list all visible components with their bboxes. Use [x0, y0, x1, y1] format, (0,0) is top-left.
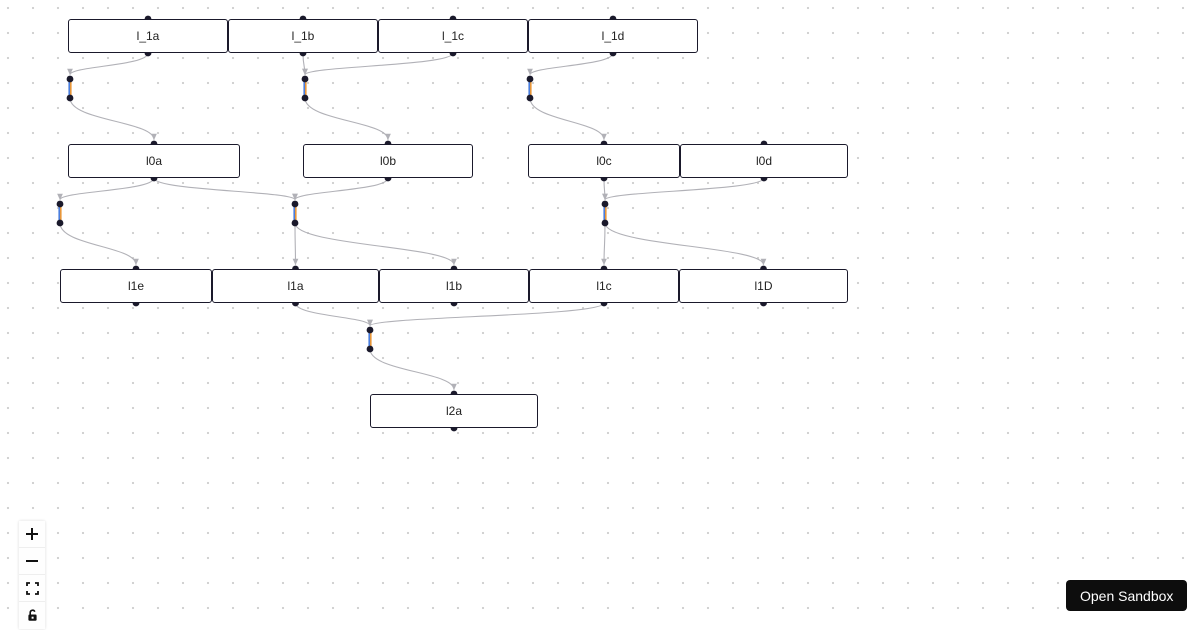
node-label: l1a	[287, 279, 304, 293]
edge-l_1a-j1[interactable]	[67, 52, 149, 76]
minus-icon	[26, 560, 38, 562]
node-label: l0b	[379, 154, 396, 168]
flow-node-l1a[interactable]: l1a	[212, 269, 379, 303]
toggle-interactivity-button[interactable]	[19, 602, 45, 629]
fit-view-icon	[25, 581, 39, 595]
node-handle[interactable]	[601, 200, 609, 208]
node-handle[interactable]	[301, 94, 309, 102]
edge-j3-l0c[interactable]	[529, 97, 607, 141]
node-label: l1b	[445, 279, 462, 293]
node-label: l0d	[755, 154, 772, 168]
node-handle[interactable]	[301, 75, 309, 83]
edge-j7-l2a[interactable]	[369, 348, 457, 391]
flow-node-l0d[interactable]: l0d	[680, 144, 848, 178]
zoom-in-button[interactable]	[19, 521, 45, 548]
flow-node-l_1a[interactable]: l_1a	[68, 19, 228, 53]
node-label: l2a	[445, 404, 462, 418]
node-label: l_1d	[601, 29, 625, 43]
edge-l0a-j5[interactable]	[153, 177, 298, 201]
open-sandbox-button[interactable]: Open Sandbox	[1066, 580, 1188, 611]
node-handle[interactable]	[66, 75, 74, 83]
edge-l0c-j6[interactable]	[602, 177, 608, 201]
flow-node-l2a[interactable]: l2a	[370, 394, 538, 428]
edge-j6-l1D[interactable]	[604, 222, 767, 266]
flow-node-l1D[interactable]: l1D	[679, 269, 848, 303]
edge-l_1d-j3[interactable]	[527, 52, 614, 76]
flow-node-l_1b[interactable]: l_1b	[228, 19, 378, 53]
node-handle[interactable]	[56, 200, 64, 208]
edge-j4-l1e[interactable]	[59, 222, 139, 266]
node-handle[interactable]	[366, 326, 374, 334]
node-handle[interactable]	[291, 200, 299, 208]
fit-view-button[interactable]	[19, 575, 45, 602]
node-label: l1e	[127, 279, 144, 293]
flow-node-l_1c[interactable]: l_1c	[378, 19, 528, 53]
edge-l1c-j7[interactable]	[367, 302, 605, 327]
flow-node-l_1d[interactable]: l_1d	[528, 19, 698, 53]
node-label: l1D	[754, 279, 773, 293]
edge-j2-l0b[interactable]	[304, 97, 391, 141]
node-label: l_1a	[136, 29, 160, 43]
edge-j6-l1c[interactable]	[601, 222, 607, 266]
edge-j1-l0a[interactable]	[69, 97, 157, 141]
plus-icon	[26, 528, 38, 540]
node-handle[interactable]	[66, 94, 74, 102]
node-label: l1c	[596, 279, 612, 293]
node-handle[interactable]	[601, 219, 609, 227]
node-handle[interactable]	[366, 345, 374, 353]
node-handle[interactable]	[526, 94, 534, 102]
flow-node-l1e[interactable]: l1e	[60, 269, 212, 303]
flow-node-l0b[interactable]: l0b	[303, 144, 473, 178]
node-handle[interactable]	[291, 219, 299, 227]
flow-node-l1b[interactable]: l1b	[379, 269, 529, 303]
edge-l_1c-j2[interactable]	[302, 52, 454, 76]
node-label: l0c	[596, 154, 612, 168]
node-label: l_1c	[441, 29, 464, 43]
flow-controls-panel	[19, 521, 45, 629]
node-handle[interactable]	[56, 219, 64, 227]
node-label: l_1b	[291, 29, 315, 43]
edge-l0d-j6[interactable]	[602, 177, 765, 201]
edge-l0b-j5[interactable]	[292, 177, 389, 201]
flow-node-l0a[interactable]: l0a	[68, 144, 240, 178]
node-handle[interactable]	[526, 75, 534, 83]
unlock-icon	[27, 609, 37, 621]
edge-l_1b-j2[interactable]	[302, 52, 308, 76]
edge-l1a-j7[interactable]	[294, 302, 373, 327]
flow-node-l1c[interactable]: l1c	[529, 269, 679, 303]
edge-j5-l1a[interactable]	[292, 222, 299, 266]
edge-j5-l1b[interactable]	[294, 222, 457, 266]
zoom-out-button[interactable]	[19, 548, 45, 575]
edge-l0a-j4[interactable]	[57, 177, 155, 201]
flow-node-l0c[interactable]: l0c	[528, 144, 680, 178]
node-label: l0a	[145, 154, 162, 168]
